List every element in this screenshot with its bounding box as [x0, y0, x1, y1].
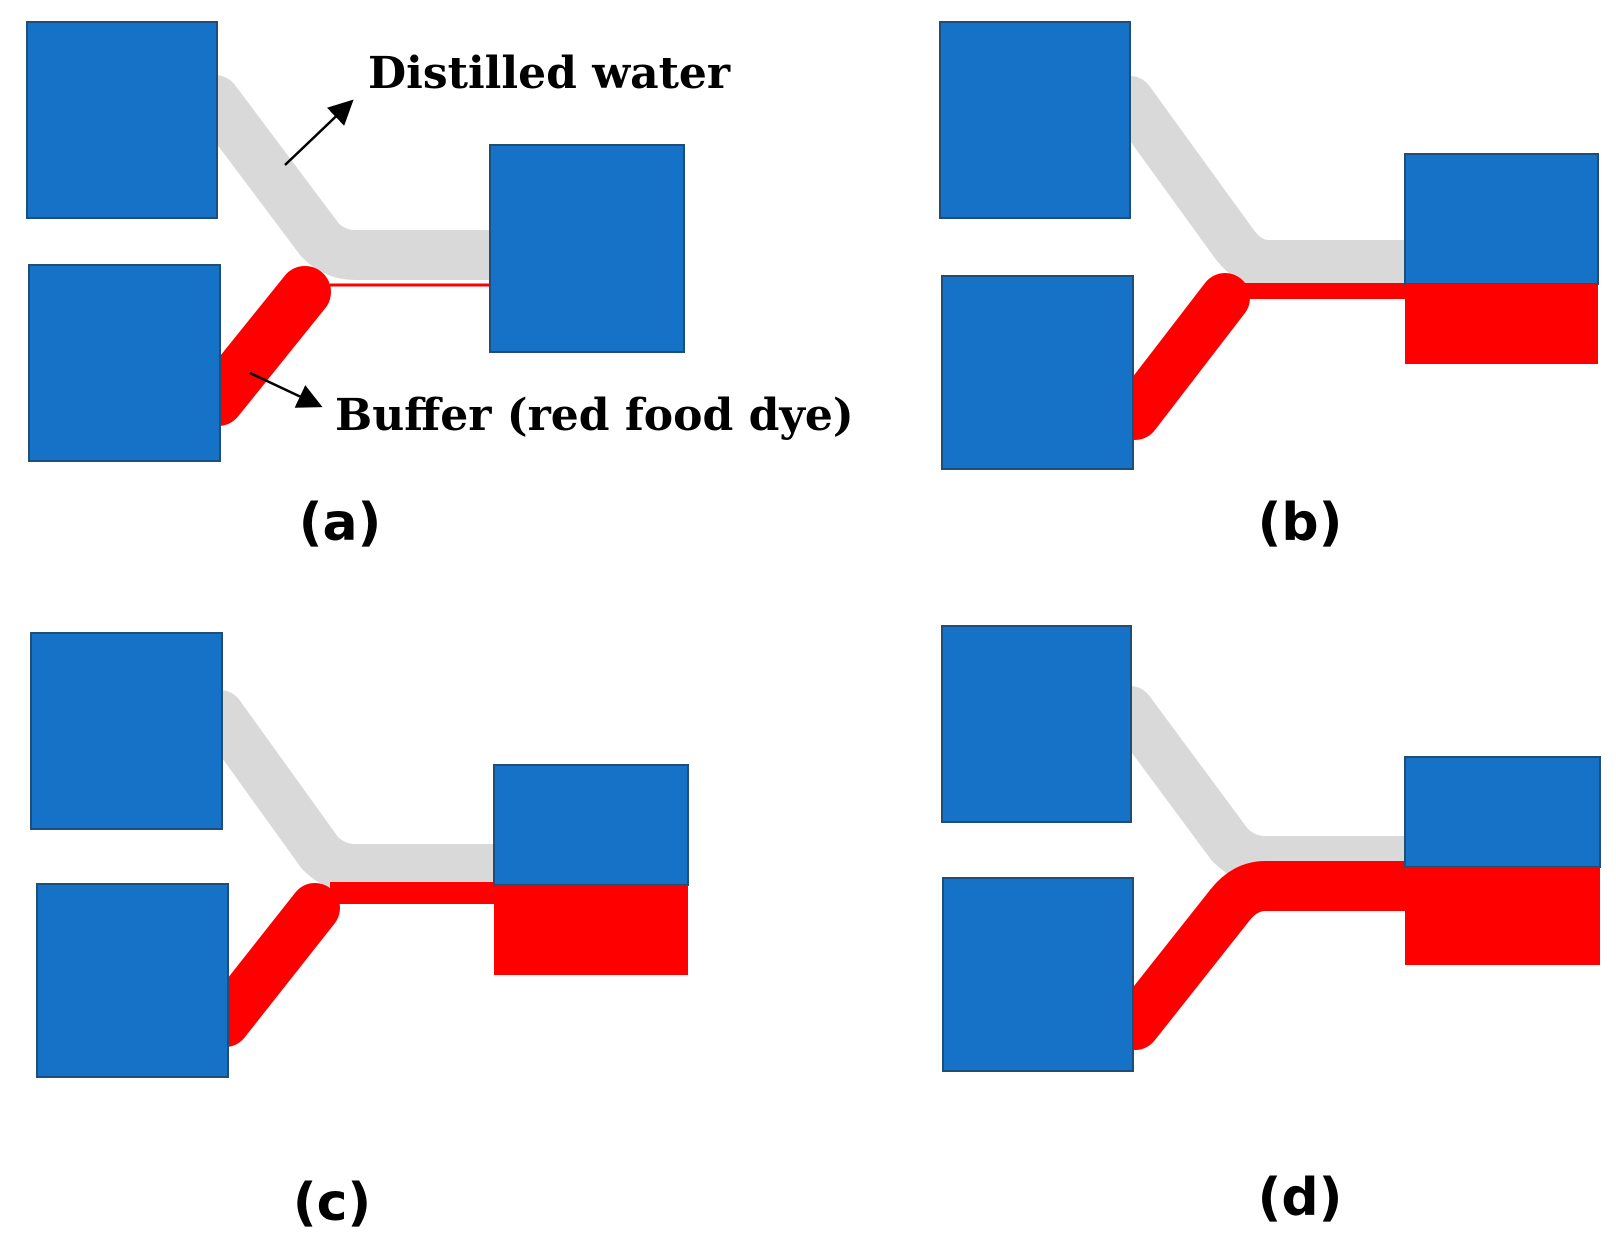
panel-label-a: (a): [299, 493, 382, 553]
dye-channel: [200, 883, 340, 1047]
dye-label: Buffer (red food dye): [335, 390, 854, 441]
dye-inlet-reservoir: [36, 883, 229, 1078]
water-channel: [1106, 686, 1429, 884]
panel-a: Distilled water Buffer (red food dye) (a…: [26, 21, 854, 553]
water-inlet-reservoir: [939, 21, 1131, 219]
dye-inlet-reservoir: [28, 264, 221, 462]
water-channel: [1106, 76, 1429, 288]
water-inlet-reservoir: [941, 625, 1132, 823]
dye-inlet-reservoir: [942, 877, 1134, 1072]
outlet-reservoir: [1404, 756, 1601, 965]
dye-channel: [1110, 273, 1250, 440]
panel-label-d: (d): [1258, 1168, 1343, 1228]
dye-outlet-stream: [1245, 283, 1410, 299]
outlet-reservoir: [489, 144, 685, 353]
dye-channel: [1110, 861, 1430, 1050]
panel-label-b: (b): [1258, 493, 1343, 553]
dye-inlet-reservoir: [941, 275, 1134, 470]
water-channel: [190, 75, 515, 280]
water-inlet-reservoir: [26, 21, 218, 219]
outlet-reservoir: [1404, 153, 1599, 364]
panel-b: (b): [939, 21, 1599, 553]
panel-d: (d): [941, 625, 1601, 1228]
panel-c: (c): [30, 632, 689, 1233]
panel-label-c: (c): [293, 1173, 371, 1233]
water-pointer-arrow: [284, 99, 354, 166]
dye-outlet-stream: [330, 882, 500, 904]
dye-pointer-arrow: [249, 371, 323, 408]
water-label: Distilled water: [368, 48, 731, 99]
dye-channel: [192, 266, 331, 426]
water-channel: [196, 690, 519, 892]
outlet-reservoir: [493, 764, 689, 975]
water-inlet-reservoir: [30, 632, 223, 830]
